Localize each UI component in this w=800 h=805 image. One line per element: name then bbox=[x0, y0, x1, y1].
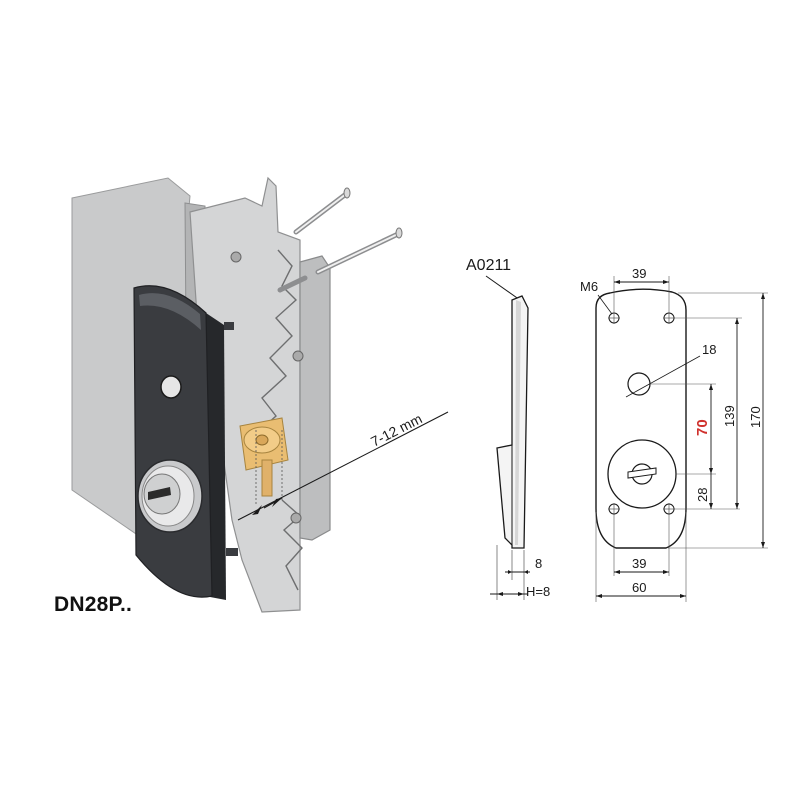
dim-bottom-offset: 28 bbox=[695, 488, 710, 502]
cylinder bbox=[239, 417, 289, 497]
isometric-illustration: 7-12 mm bbox=[71, 176, 449, 613]
front-spindle-hole bbox=[627, 372, 651, 396]
part-code-label: A0211 bbox=[466, 257, 511, 274]
dim-total-height: 170 bbox=[748, 406, 763, 428]
dim-width: 60 bbox=[632, 580, 646, 595]
plate-front bbox=[133, 285, 213, 598]
escutcheon-plate-3d bbox=[133, 285, 238, 600]
side-dim-thickness: 8 bbox=[535, 556, 542, 571]
door-thickness-label: 7-12 mm bbox=[368, 410, 424, 449]
dim-hole-diameter: 18 bbox=[702, 342, 716, 357]
dim-center-distance: 70 bbox=[694, 419, 711, 436]
lock-case-face bbox=[299, 255, 331, 541]
part-code-leader bbox=[485, 275, 521, 301]
side-view: A0211 8 H=8 bbox=[466, 257, 550, 600]
key-slot bbox=[148, 487, 171, 500]
lock-case-cutout bbox=[257, 249, 298, 433]
dim-hole-span: 139 bbox=[722, 405, 737, 427]
thread-label: M6 bbox=[580, 279, 598, 294]
plate-spindle-hole bbox=[160, 375, 182, 399]
dim-top-hole-spacing: 39 bbox=[632, 266, 646, 281]
front-view: M6 39 18 70 bbox=[580, 266, 768, 602]
screws bbox=[230, 187, 403, 524]
side-dim-height: H=8 bbox=[526, 584, 550, 599]
dim-bottom-hole-spacing: 39 bbox=[632, 556, 646, 571]
model-label: DN28P.. bbox=[54, 593, 133, 616]
plate-highlight bbox=[139, 293, 201, 330]
